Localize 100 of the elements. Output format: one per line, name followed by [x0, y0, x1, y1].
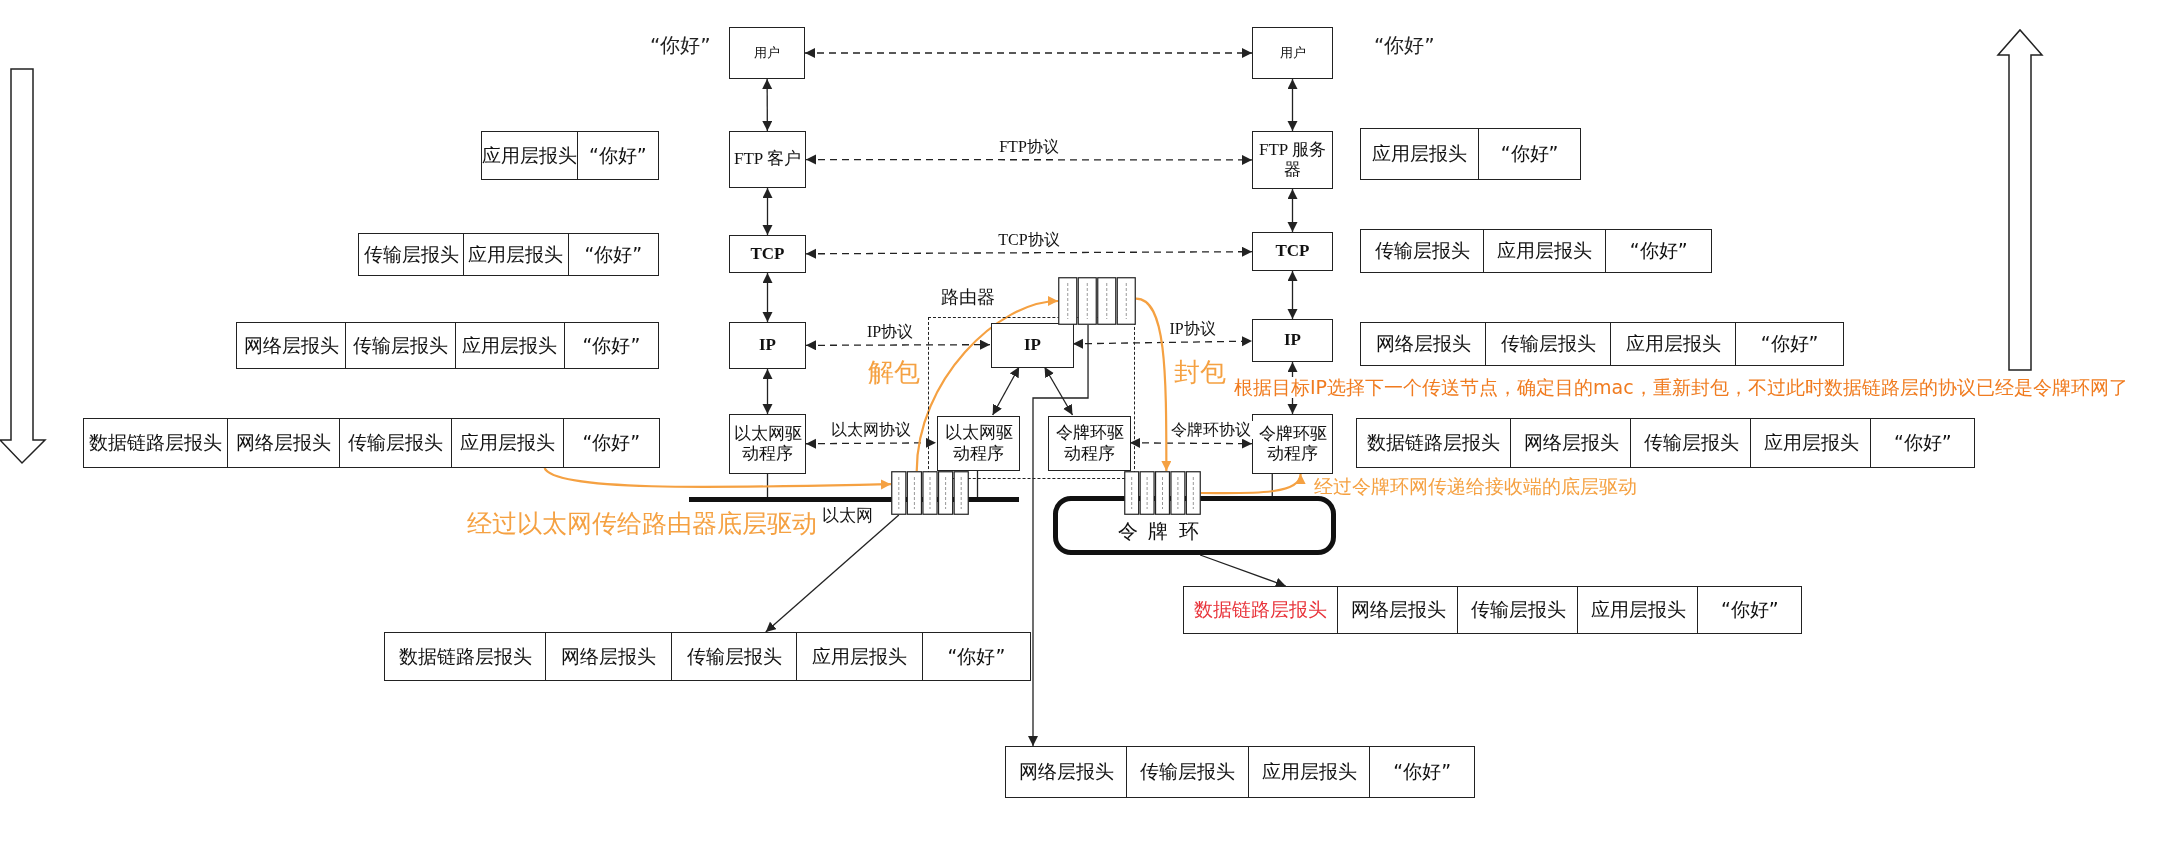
packet-segment: 传输层报头	[1485, 322, 1612, 366]
packet-segment: 应用层报头	[796, 632, 924, 681]
packet-segment: “你好”	[563, 322, 659, 369]
packet-segment: “你好”	[1870, 418, 1975, 468]
packet-segment: “你好”	[1605, 229, 1712, 273]
arrow	[762, 368, 773, 415]
connector-line	[766, 473, 769, 498]
packet-segment: 传输层报头	[358, 233, 465, 276]
arrow	[805, 339, 991, 351]
annotation-text: 经过以太网传给路由器底层驱动	[467, 510, 817, 538]
annotation-text: 解包	[868, 358, 920, 387]
edge-label: IP协议	[864, 323, 916, 341]
arrow	[762, 187, 773, 236]
packet-segment: 应用层报头	[481, 131, 578, 180]
packet-segment: 传输层报头	[1630, 418, 1752, 468]
packet-segment: 传输层报头	[1126, 746, 1250, 798]
arrow	[762, 272, 773, 323]
arrow	[1043, 366, 1074, 416]
packet-segment: 传输层报头	[670, 632, 798, 681]
arrow	[805, 246, 1253, 259]
arrow	[1287, 270, 1298, 320]
packet-segment: 应用层报头	[1750, 418, 1872, 468]
flow-arrow	[1135, 297, 1172, 471]
arrow	[1129, 437, 1253, 449]
packet-segment: 网络层报头	[1360, 322, 1487, 366]
protocol-layer-box: IP	[1252, 319, 1333, 362]
packet-segment: 数据链路层报头	[384, 632, 547, 681]
edge-label: IP协议	[1167, 320, 1218, 339]
arrow	[805, 437, 937, 449]
packet-segment: 应用层报头	[1577, 586, 1699, 634]
packet-icon	[1058, 277, 1136, 325]
packet-segment: “你好”	[567, 233, 659, 276]
annotation-text: 经过令牌环网传递给接收端的底层驱动	[1314, 476, 1637, 497]
protocol-layer-box: 用户	[1252, 27, 1333, 79]
protocol-layer-box: FTP 服务器	[1252, 131, 1333, 189]
packet-segment: 传输层报头	[338, 418, 453, 468]
packet-segment: 网络层报头	[1337, 586, 1459, 634]
arrow	[1287, 78, 1298, 132]
packet-segment: 网络层报头	[236, 322, 347, 369]
packet-segment: 应用层报头	[1360, 128, 1480, 180]
flow-arrow	[1201, 473, 1304, 495]
arrow	[762, 78, 773, 132]
protocol-layer-box: IP	[729, 322, 806, 369]
flow-arrow	[915, 297, 1059, 472]
packet-segment: 传输层报头	[1360, 229, 1485, 273]
connector-line	[976, 469, 979, 498]
text-label: “你好”	[650, 34, 711, 56]
edge-label: FTP协议	[997, 137, 1061, 156]
packet-segment: 应用层报头	[450, 418, 564, 468]
edge-label: 以太网协议	[829, 421, 913, 439]
packet-icon	[891, 471, 969, 515]
arrow	[1287, 188, 1298, 233]
packet-segment: 网络层报头	[545, 632, 673, 681]
packet-segment: “你好”	[562, 418, 660, 468]
protocol-layer-box: 用户	[729, 27, 805, 79]
packet-segment: “你好”	[1735, 322, 1844, 366]
packet-segment: 应用层报头	[1482, 229, 1607, 273]
router-label: 路由器	[941, 287, 995, 307]
packet-segment: 网络层报头	[1510, 418, 1632, 468]
edge-label: TCP协议	[996, 230, 1062, 249]
edge-label: 令牌环协议	[1169, 421, 1253, 439]
packet-segment: “你好”	[921, 632, 1031, 681]
protocol-layer-box: IP	[991, 323, 1074, 368]
arrow	[1072, 336, 1253, 349]
protocol-layer-box: TCP	[1252, 232, 1333, 271]
packet-segment: 数据链路层报头	[83, 418, 229, 468]
packet-segment: 应用层报头	[1610, 322, 1737, 366]
arrow	[805, 154, 1253, 165]
packet-segment: 数据链路层报头	[1356, 418, 1512, 468]
protocol-layer-box: 令牌环驱动程序	[1048, 416, 1131, 471]
protocol-layer-box: 以太网驱动程序	[937, 416, 1020, 471]
protocol-layer-box: 以太网驱动程序	[729, 414, 806, 474]
packet-segment: “你好”	[1697, 586, 1802, 634]
packet-icon	[1124, 471, 1201, 515]
packet-segment: 传输层报头	[1457, 586, 1579, 634]
packet-segment: 应用层报头	[1247, 746, 1371, 798]
bus-label: 以太网	[822, 506, 873, 525]
arrow	[765, 514, 900, 633]
token-ring: 令 牌 环	[1053, 496, 1336, 555]
protocol-layer-box: 令牌环驱动程序	[1252, 414, 1333, 474]
packet-segment: “你好”	[1369, 746, 1475, 798]
flow-arrow	[543, 467, 892, 490]
annotation-text: 根据目标IP选择下一个传送节点，确定目的mac，重新封包，不过此时数据链路层的协议已经是令牌环网了	[1234, 377, 2128, 398]
protocol-layer-box: TCP	[729, 235, 806, 273]
connector-line	[1271, 473, 1273, 497]
arrow	[992, 366, 1020, 416]
protocol-layer-box: FTP 客户	[729, 131, 806, 188]
packet-segment: “你好”	[1478, 128, 1581, 180]
packet-segment: 网络层报头	[226, 418, 341, 468]
packet-segment: 数据链路层报头	[1183, 586, 1339, 634]
packet-segment: 网络层报头	[1005, 746, 1128, 798]
annotation-text: 封包	[1174, 358, 1226, 387]
packet-segment: 应用层报头	[454, 322, 566, 369]
packet-segment: 应用层报头	[462, 233, 570, 276]
packet-segment: “你好”	[576, 131, 659, 180]
arrow	[1199, 554, 1287, 588]
arrow	[804, 48, 1253, 58]
arrow	[1028, 324, 1089, 747]
packet-segment: 传输层报头	[345, 322, 457, 369]
text-label: “你好”	[1374, 34, 1435, 56]
